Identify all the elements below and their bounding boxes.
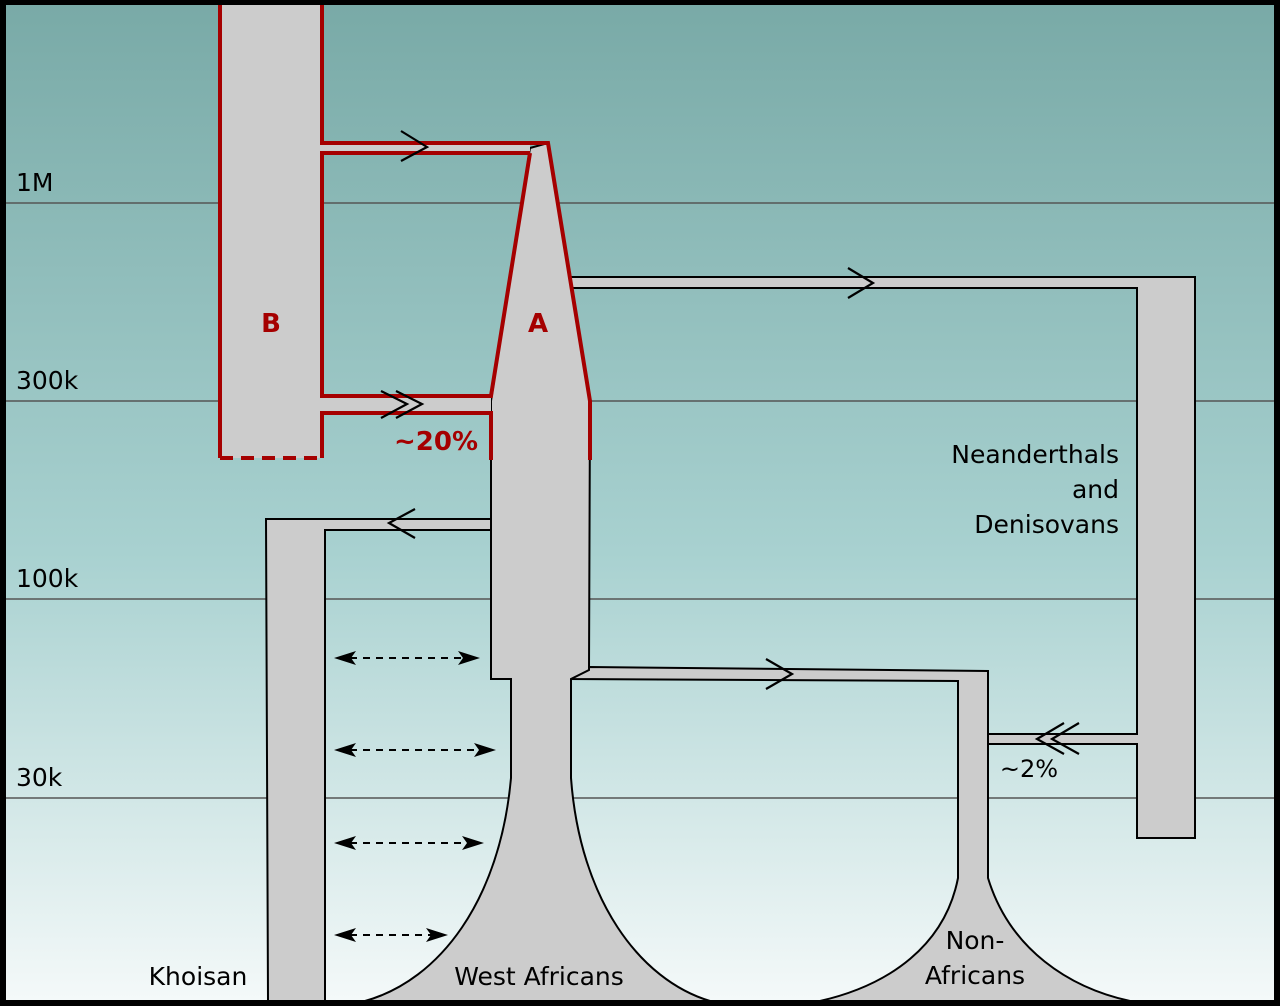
lineage-b-block (220, 5, 530, 458)
non-africans-branch (566, 665, 1131, 1002)
west-africans-label: West Africans (454, 962, 624, 991)
lineage-b-outline-inner (320, 151, 532, 398)
migration-arrow-4 (334, 928, 448, 942)
lineage-b-label: B (261, 309, 281, 339)
chevron-archaic-admixture-1 (1034, 722, 1065, 755)
migration-arrow-1 (334, 651, 480, 665)
migration-arrow-3 (334, 836, 484, 850)
time-label-30k: 30k (16, 763, 63, 792)
lineage-a-label: A (528, 309, 548, 339)
chevron-to-non-africans (765, 658, 795, 690)
migration-arrows (334, 651, 496, 942)
neanderthal-admixture-percent: ~2% (1000, 755, 1058, 783)
time-gridlines (6, 202, 1274, 799)
chevron-b-to-a-top (400, 130, 430, 162)
archaic-admixture-percent: ~20% (394, 427, 478, 457)
non-africans-label-line-1: Non- (946, 926, 1005, 955)
non-africans-label-line-2: Africans (925, 961, 1025, 990)
chevron-b-to-a-double-2 (395, 390, 425, 419)
west-africans-trunk (364, 141, 711, 1002)
chevron-a-to-archaic (847, 267, 876, 299)
chevron-to-khoisan (386, 508, 416, 539)
non-africans-label: Non- Africans (925, 926, 1025, 990)
archaic-label-line-2: and (1072, 475, 1119, 504)
hypothetical-outlines (218, 5, 592, 460)
time-label-300k: 300k (16, 366, 79, 395)
time-label-100k: 100k (16, 564, 79, 593)
archaic-label-line-3: Denisovans (974, 510, 1119, 539)
lineage-b-outline-right-top (320, 5, 592, 460)
time-label-1m: 1M (16, 168, 53, 197)
archaic-label-line-1: Neanderthals (951, 440, 1119, 469)
migration-arrow-2 (334, 743, 496, 757)
chevron-archaic-admixture-2 (1049, 722, 1080, 755)
diagram-background (6, 5, 1274, 1000)
khoisan-label: Khoisan (149, 962, 248, 991)
time-axis-labels: 1M 300k 100k 30k (16, 168, 79, 792)
archaic-population-label: Neanderthals and Denisovans (951, 440, 1119, 539)
chevron-b-to-a-double-1 (380, 390, 410, 419)
gene-flow-chevrons (380, 130, 1080, 755)
